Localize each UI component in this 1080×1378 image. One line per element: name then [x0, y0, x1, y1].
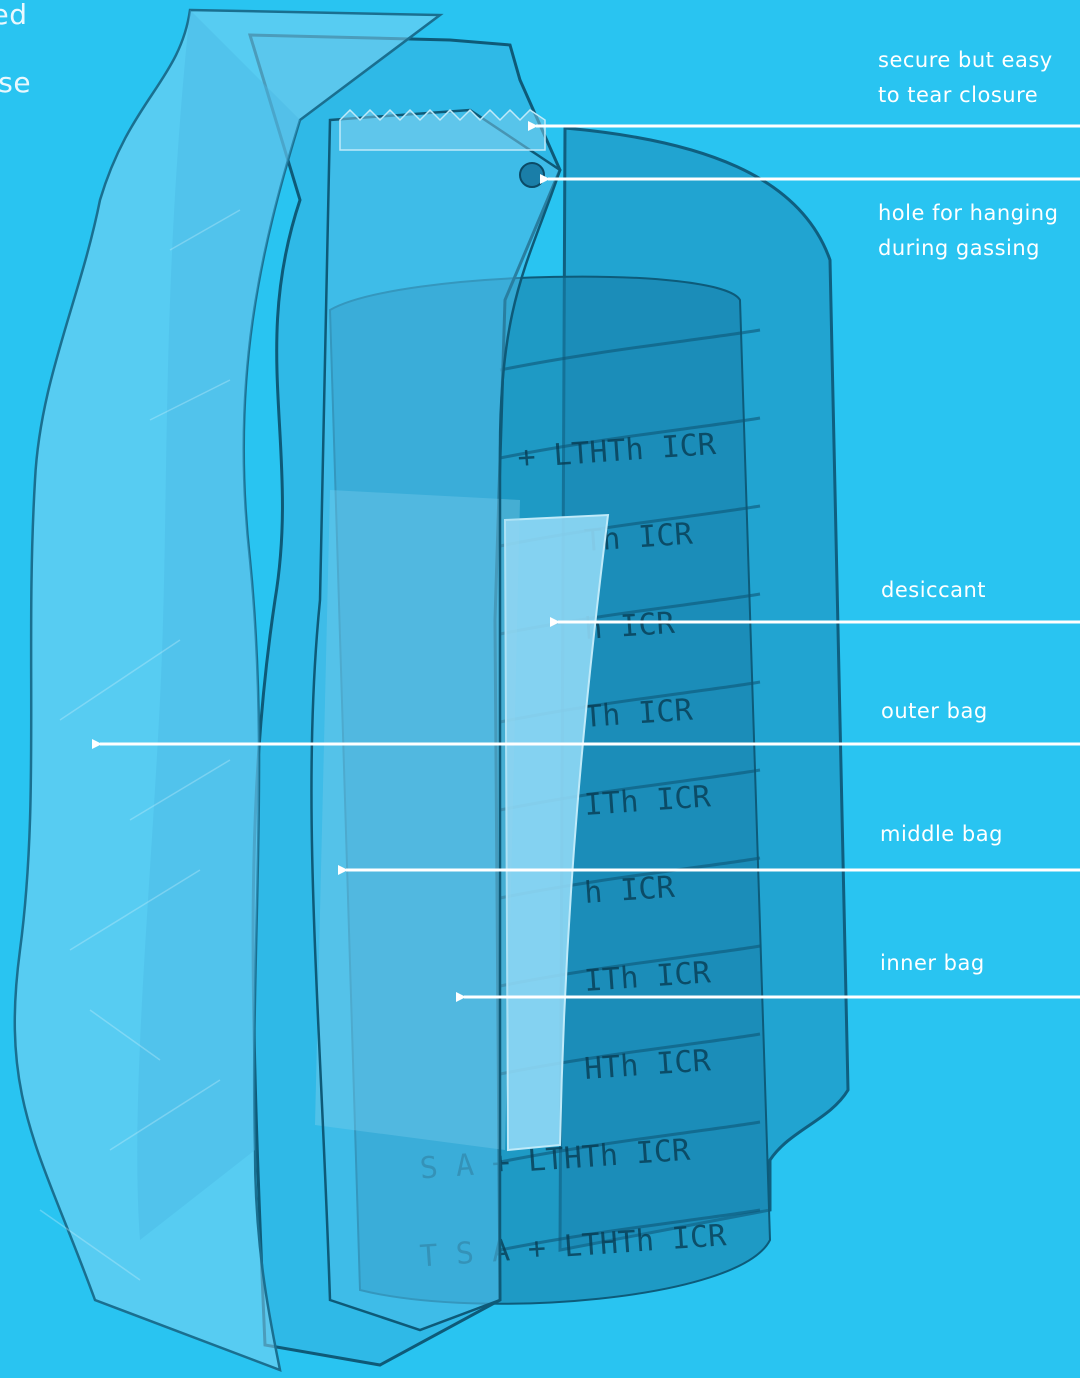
callout-hole-line2: during gassing: [878, 231, 1058, 266]
callout-hole: hole for hanging during gassing: [878, 196, 1058, 266]
callout-outer-bag: outer bag: [881, 694, 988, 729]
callout-hole-line1: hole for hanging: [878, 196, 1058, 231]
hanging-hole: [520, 163, 544, 187]
callout-inner-bag: inner bag: [880, 946, 985, 981]
cut-off-text-2: use: [0, 66, 31, 99]
callout-desiccant: desiccant: [881, 573, 986, 608]
callout-middle-bag: middle bag: [880, 817, 1003, 852]
plate-label-text: h ICR: [583, 870, 676, 911]
callout-closure-line1: secure but easy: [878, 43, 1053, 78]
callout-closure: secure but easy to tear closure: [878, 43, 1053, 113]
callout-closure-line2: to tear closure: [878, 78, 1053, 113]
cut-off-text-1: ted: [0, 0, 27, 31]
